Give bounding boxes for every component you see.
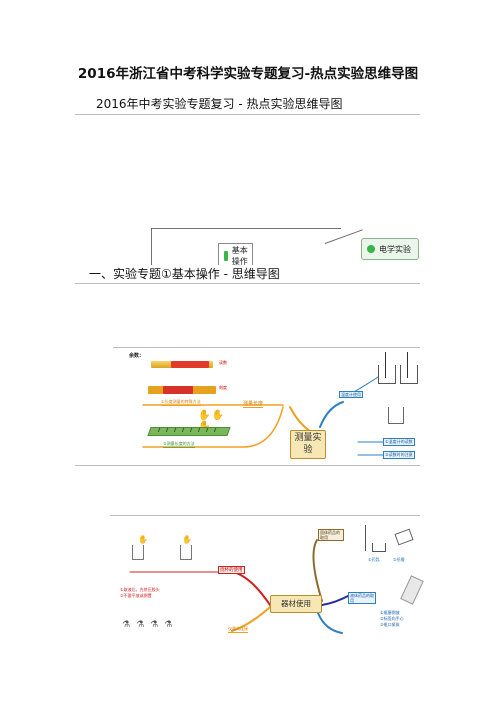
node-electric-experiment: 电学实验: [361, 238, 419, 260]
mindmap-1: 基本操作 电学实验: [75, 200, 420, 270]
node-beaker-use: 烧杯的使用: [218, 566, 245, 574]
center-node-measurement: 测量实验: [290, 430, 326, 459]
ruler-green: [147, 427, 231, 436]
hand-icon: ✋: [138, 535, 148, 544]
beaker-icon: [388, 407, 404, 424]
map1-branch-line: [324, 229, 363, 244]
info-icon: [224, 251, 228, 261]
node-instrument-connection: 仪器的连接: [228, 626, 248, 633]
dish-icon: [372, 543, 386, 552]
node-liquid-reagent: 液体药品的取用: [348, 592, 376, 604]
mindmap-equipment: 器材使用 烧杯的使用 仪器的连接 固体药品的取用 液体药品的取用 ✋ ✋ ①取液…: [110, 515, 424, 640]
node-solid-reagent: 固体药品的取用: [318, 529, 344, 541]
hand-icon: ✋: [182, 535, 192, 544]
label-top-right: 读数: [219, 360, 227, 365]
stand-icon: [365, 525, 366, 551]
label-yushu: 余数：: [129, 353, 145, 359]
rod-red: [163, 386, 193, 394]
node-thermometer: 温度计使用: [339, 391, 363, 398]
label-mid-right: 刻度: [219, 385, 227, 390]
thermometer-icon: [385, 352, 386, 378]
map3-top-border: [110, 515, 420, 516]
caption-thermo-note: ②读数时的注意: [383, 451, 415, 459]
node-measure-length: 测量长度: [243, 401, 264, 408]
map1-branch-line: [151, 228, 152, 268]
hand-icons: ✋✋✋: [198, 410, 225, 432]
mindmap-measurement: 余数： 读数 刻度 ①长度测量的特殊方法 ✋✋✋ ②测量长度的方法 测量长度 测…: [113, 347, 420, 465]
test-tube-icon: [180, 545, 192, 560]
document-title: 2016年浙江省中考科学实验专题复习-热点实验思维导图: [77, 66, 419, 82]
section-heading-basic-operation: 一、实验专题①基本操作 - 思维导图: [89, 265, 284, 282]
beaker-icon: [400, 365, 418, 384]
document-subtitle: 2016年中考实验专题复习 - 热点实验思维导图: [96, 97, 343, 111]
node-basic-operation: 基本操作: [218, 243, 253, 269]
divider-section: [75, 283, 420, 284]
electric-icon: [367, 245, 375, 253]
beaker-icon: [378, 365, 396, 384]
caption-spoon: ①药匙 ②纸槽: [368, 557, 405, 562]
caption-liquid: ①瓶塞倒放 ②标签向手心 ③瓶口紧挨: [380, 610, 404, 627]
test-tube-icon: [132, 545, 144, 560]
rod-red-segment: [171, 361, 209, 368]
center-node-equipment: 器材使用: [270, 595, 322, 613]
map2-top-border: [113, 347, 420, 348]
caption-length-method: ②测量长度的方法: [163, 441, 195, 448]
divider-map2: [75, 465, 420, 466]
map1-branch-line: [151, 228, 341, 229]
lab-apparatus-icons: ⚗⚗⚗⚗: [122, 620, 179, 630]
divider-top: [75, 114, 420, 115]
caption-special-method: ①长度测量的特殊方法: [161, 399, 201, 406]
caption-dropper: ①取液后，先挤压胶头 ②不要平放或倒置: [120, 587, 160, 598]
caption-thermo-reading: ①温度计的读数: [383, 438, 415, 446]
thermometer-icon: [407, 352, 408, 378]
